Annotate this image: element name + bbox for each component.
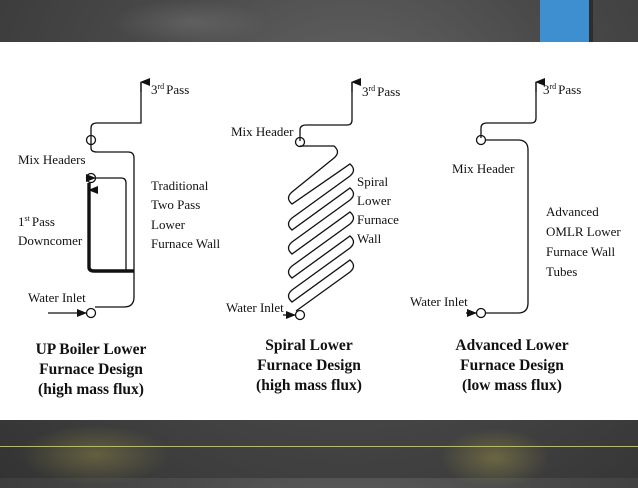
up-wall-label-3: Lower: [151, 217, 186, 232]
spiral-caption-line-3: (high mass flux): [256, 377, 362, 394]
advanced-inlet-header: [475, 307, 487, 319]
spiral-wall-label-3: Furnace: [357, 212, 399, 227]
up-wall-label-2: Two Pass: [151, 197, 200, 212]
advanced-caption-line-3: (low mass flux): [462, 377, 562, 394]
up-caption-line-3: (high mass flux): [38, 381, 144, 398]
spiral-caption-line-2: Furnace Design: [257, 357, 361, 374]
spiral-tubes: [287, 145, 355, 312]
up-wall-label-1: Traditional: [151, 178, 209, 193]
spiral-design: [283, 78, 361, 321]
header-glow: [110, 0, 270, 45]
up-wall-label-4: Furnace Wall: [151, 236, 220, 251]
spiral-outlet-line: [299, 82, 353, 141]
up-mix-header-lower: [85, 172, 97, 184]
advanced-wall-label-2: OMLR Lower: [546, 224, 621, 239]
spiral-caption-line-1: Spiral Lower: [265, 337, 353, 354]
up-downcomer: [87, 183, 134, 273]
advanced-mix-header-label: Mix Header: [452, 161, 515, 176]
footer-glow-left: [20, 425, 170, 485]
up-inlet-header: [85, 307, 97, 319]
spiral-wall-label-4: Wall: [357, 231, 382, 246]
accent-block: [540, 0, 590, 42]
advanced-caption-line-2: Furnace Design: [460, 357, 564, 374]
advanced-caption-line-1: Advanced Lower: [455, 337, 568, 354]
up-right-riser: [90, 140, 135, 308]
spiral-mix-header-label: Mix Header: [231, 124, 294, 139]
advanced-design: [466, 78, 545, 319]
advanced-mix-header: [475, 134, 487, 146]
spiral-wall-label-1: Spiral: [357, 174, 388, 189]
up-water-inlet-label: Water Inlet: [28, 290, 86, 305]
up-downcomer-label: Downcomer: [18, 233, 83, 248]
footer-rule: [0, 446, 638, 447]
up-inner-wall: [86, 174, 127, 270]
up-caption-line-1: UP Boiler Lower: [36, 341, 147, 358]
spiral-wall-label-2: Lower: [357, 193, 392, 208]
spiral-inlet-header: [294, 309, 306, 321]
up-mix-headers-label: Mix Headers: [18, 152, 86, 167]
advanced-wall-label-4: Tubes: [546, 264, 577, 279]
advanced-wall-label-3: Furnace Wall: [546, 244, 615, 259]
advanced-wall-tubes: [486, 139, 529, 314]
spiral-water-inlet-label: Water Inlet: [226, 300, 284, 315]
footer-glow-right: [440, 428, 550, 488]
accent-block-shadow: [589, 0, 593, 42]
advanced-outlet-line: [480, 82, 537, 138]
up-caption-line-2: Furnace Design: [39, 361, 143, 378]
advanced-water-inlet-label: Water Inlet: [410, 294, 468, 309]
up-boiler-design: [48, 78, 150, 319]
up-outlet-line: [90, 82, 142, 140]
advanced-wall-label-1: Advanced: [546, 204, 599, 219]
